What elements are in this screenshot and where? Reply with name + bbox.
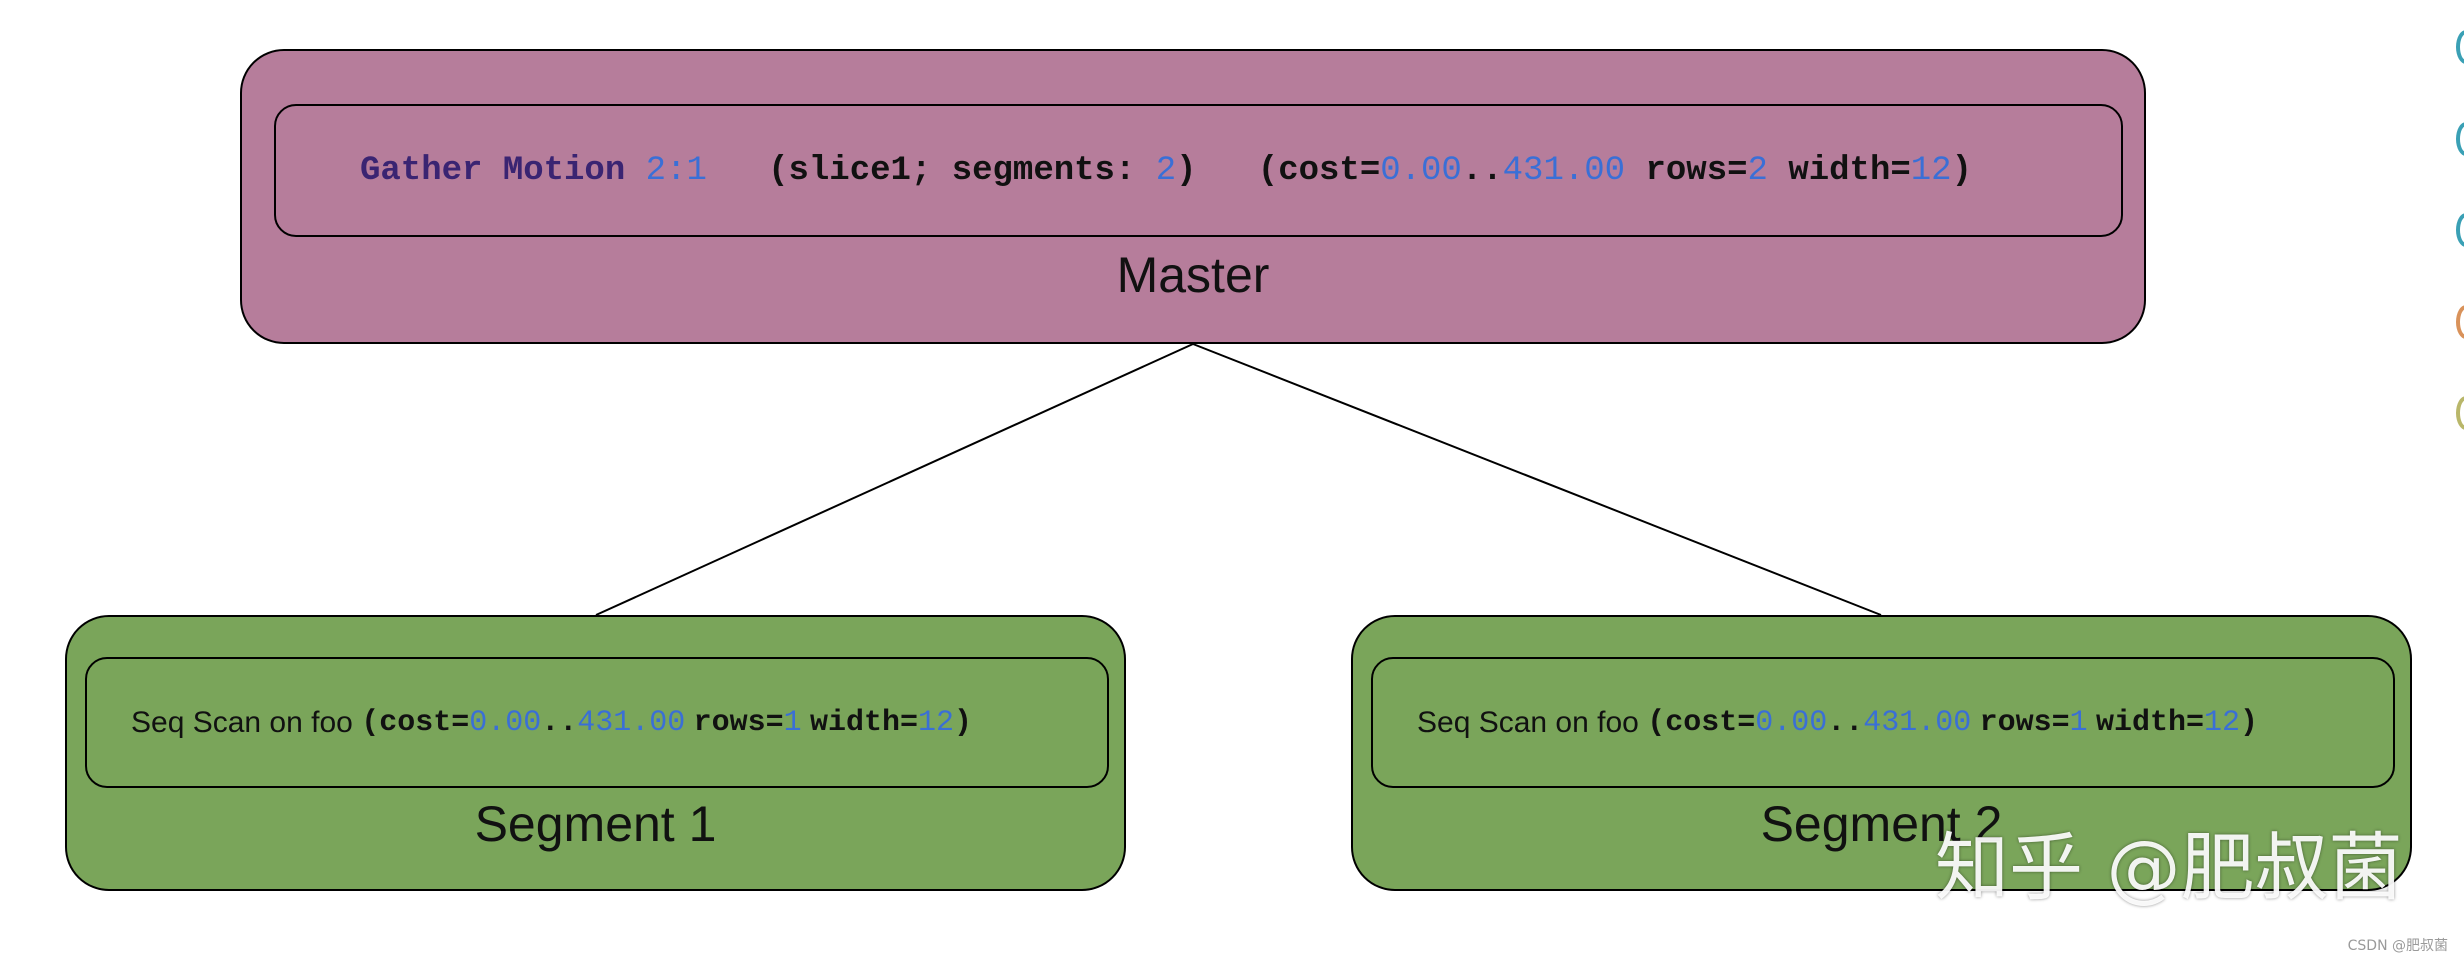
- segment-1-plan-box: Seq Scan on foo (cost=0.00..431.00 rows=…: [85, 657, 1109, 788]
- master-node: Gather Motion 2:1 (slice1; segments: 2) …: [240, 49, 2146, 344]
- master-plan-box: Gather Motion 2:1 (slice1; segments: 2) …: [274, 104, 2123, 237]
- plan-cost-start: 0.00: [1755, 705, 1828, 740]
- segment-2-node: Seq Scan on foo (cost=0.00..431.00 rows=…: [1351, 615, 2412, 891]
- plan-width: 12: [918, 705, 955, 740]
- connector-master-segment-1: [595, 343, 1194, 616]
- plan-slice-close: ): [1176, 151, 1197, 190]
- master-label: Master: [1116, 247, 1270, 303]
- plan-operator: Seq Scan on foo: [1417, 705, 1639, 739]
- plan-rows: 1: [783, 705, 802, 740]
- plan-rows-label: rows=: [1979, 705, 2070, 740]
- plan-ratio: 2:1: [645, 151, 707, 190]
- segment-2-plan-box: Seq Scan on foo (cost=0.00..431.00 rows=…: [1371, 657, 2395, 788]
- plan-cost-label: (cost=: [361, 705, 470, 740]
- plan-cost-start: 0.00: [1380, 151, 1462, 190]
- plan-close: ): [954, 705, 973, 740]
- plan-cost-label: (cost=: [1257, 151, 1381, 190]
- segment-1-node: Seq Scan on foo (cost=0.00..431.00 rows=…: [65, 615, 1126, 891]
- plan-rows: 1: [2069, 705, 2088, 740]
- plan-segments-count: 2: [1155, 151, 1177, 190]
- plan-close: ): [1951, 151, 1972, 190]
- plan-cost-start: 0.00: [469, 705, 542, 740]
- plan-cost-end: 431.00: [1502, 151, 1626, 190]
- plan-cost-dots: ..: [1461, 151, 1503, 190]
- plan-cost-end: 431.00: [577, 705, 686, 740]
- connector-master-segment-2: [1192, 343, 1882, 616]
- plan-cost-dots: ..: [1827, 705, 1864, 740]
- plan-cost-end: 431.00: [1863, 705, 1972, 740]
- plan-rows: 2: [1747, 151, 1768, 190]
- plan-slice-info: (slice1; segments:: [768, 151, 1136, 190]
- plan-width-label: width=: [2096, 705, 2205, 740]
- plan-cost-label: (cost=: [1647, 705, 1756, 740]
- plan-rows-label: rows=: [1645, 151, 1748, 190]
- plan-operator: Gather Motion: [360, 151, 626, 190]
- plan-width: 12: [1910, 151, 1952, 190]
- segment-1-label: Segment 1: [474, 796, 717, 852]
- plan-operator: Seq Scan on foo: [131, 705, 353, 739]
- credit-text: CSDN @肥叔菌: [2347, 938, 2448, 954]
- watermark-text: 知乎 @肥叔菌: [1935, 825, 2403, 911]
- plan-width-label: width=: [810, 705, 919, 740]
- segment-2-label: Segment 2: [1760, 796, 2003, 852]
- plan-rows-label: rows=: [693, 705, 784, 740]
- plan-width: 12: [2204, 705, 2241, 740]
- plan-cost-dots: ..: [541, 705, 578, 740]
- plan-width-label: width=: [1788, 151, 1911, 190]
- plan-close: ): [2240, 705, 2259, 740]
